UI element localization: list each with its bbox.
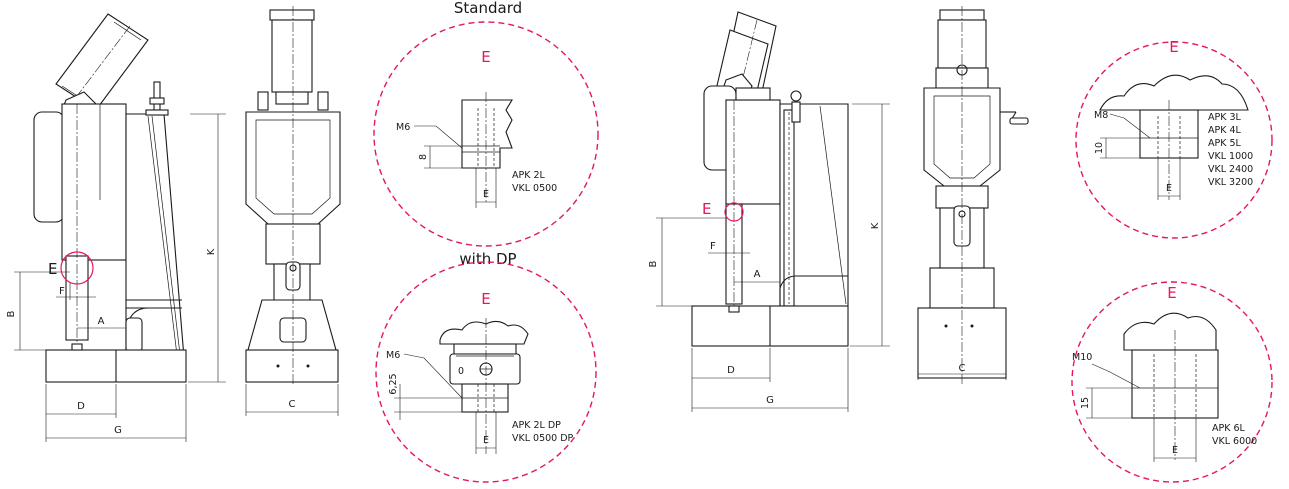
detail-large-top-model-1: APK 4L <box>1208 125 1242 136</box>
handwheel-grip <box>1009 117 1029 125</box>
detail-standard-thread: M6 <box>396 122 410 133</box>
detail-large-top-model-0: APK 3L <box>1208 112 1242 123</box>
detail-dp-thread: M6 <box>386 350 400 361</box>
detail-large-bottom-thread: M10 <box>1072 352 1092 363</box>
detail-standard-model-1: VKL 0500 <box>512 183 557 194</box>
press-large-front-dimensions: C <box>917 363 1007 380</box>
detail-dp-circle <box>375 261 597 483</box>
detail-dp-model-0: APK 2L DP <box>512 420 561 431</box>
detail-large-top-circle <box>1075 41 1273 239</box>
detail-large-bottom-depth: 15 <box>1080 397 1091 409</box>
detail-large-top-thread: M8 <box>1094 110 1108 121</box>
adjustment-knob <box>790 90 802 102</box>
dim-label-c: C <box>289 399 296 410</box>
detail-large-top-model-2: APK 5L <box>1208 138 1242 149</box>
detail-large-bottom-model-0: APK 6L <box>1212 423 1246 434</box>
detail-dp-depth: 6,25 <box>388 373 399 394</box>
detail-standard: Standard E M6 8 E APK 2L VKL 0500 <box>373 0 599 247</box>
dim-label-k-large: K <box>870 222 881 229</box>
heading-with-dp: with DP <box>459 250 516 268</box>
dim-label-a-large: A <box>754 269 761 280</box>
press-large-side-view <box>691 11 849 347</box>
dim-label-k: K <box>206 248 217 255</box>
dim-label-b-large: B <box>648 260 659 267</box>
detail-standard-width: E <box>483 189 489 200</box>
e-marker-label: E <box>48 260 57 278</box>
detail-standard-circle <box>373 21 599 247</box>
dim-label-f: F <box>59 286 65 297</box>
detail-standard-ram <box>461 99 513 169</box>
dim-label-f-large: F <box>710 241 716 252</box>
detail-with-dp: with DP E 0 M6 6,25 E APK 2L DP VKL 0500… <box>375 250 597 483</box>
press-head <box>61 103 127 261</box>
detail-large-top-model-5: VKL 3200 <box>1208 177 1253 188</box>
detail-standard-depth: 8 <box>418 154 429 160</box>
press-small-front-dimensions: C <box>245 384 339 416</box>
motor-housing <box>33 111 65 223</box>
dim-label-g: G <box>114 425 122 436</box>
detail-standard-model-0: APK 2L <box>512 170 546 181</box>
e-marker-circle-large <box>724 202 744 222</box>
cylinder-front <box>271 19 313 93</box>
detail-large-top-model-4: VKL 2400 <box>1208 164 1253 175</box>
detail-large-top-depth: 10 <box>1094 142 1105 154</box>
detail-large-top-width: E <box>1166 183 1172 194</box>
detail-dp-marker: E <box>481 290 490 308</box>
detail-large-bottom-circle <box>1071 281 1273 483</box>
detail-large-top: E M8 10 E APK 3L APK 4L APK 5L VKL 1000 … <box>1075 38 1273 239</box>
detail-large-bottom-width: E <box>1172 445 1178 456</box>
e-marker-label-large: E <box>702 200 711 218</box>
dim-label-g-large: G <box>766 395 774 406</box>
heading-standard: Standard <box>454 0 522 17</box>
detail-standard-marker: E <box>481 48 490 66</box>
press-large-front-view <box>917 6 1029 384</box>
e-marker-circle <box>60 251 94 285</box>
detail-large-bottom-model-1: VKL 6000 <box>1212 436 1257 447</box>
detail-large-bottom-marker: E <box>1167 284 1176 302</box>
press-large-side-dimensions: K B F A D G E <box>648 103 890 412</box>
detail-dp-width: E <box>483 435 489 446</box>
detail-large-top-body <box>1099 74 1249 111</box>
dim-label-d-large: D <box>727 365 735 376</box>
detail-large-bottom-body <box>1123 312 1217 351</box>
detail-large-top-marker: E <box>1169 38 1178 56</box>
detail-dp-body <box>439 320 529 345</box>
detail-dp-ring-mark: 0 <box>458 366 464 377</box>
press-small-side-dimensions: K B F A D G E <box>6 113 226 442</box>
press-head-large <box>725 99 781 205</box>
detail-dp-model-1: VKL 0500 DP <box>512 433 574 444</box>
dim-label-a: A <box>98 316 105 327</box>
press-small-front-view <box>245 6 341 386</box>
cylinder-large-tilted <box>715 11 777 105</box>
detail-large-bottom: E M10 15 E APK 6L VKL 6000 <box>1071 281 1273 483</box>
dim-label-d: D <box>77 401 85 412</box>
cylinder-cap <box>269 9 315 21</box>
press-small-side-view <box>33 13 187 383</box>
dim-label-b: B <box>6 310 17 317</box>
dim-label-c-large: C <box>959 363 966 374</box>
detail-large-top-model-3: VKL 1000 <box>1208 151 1253 162</box>
